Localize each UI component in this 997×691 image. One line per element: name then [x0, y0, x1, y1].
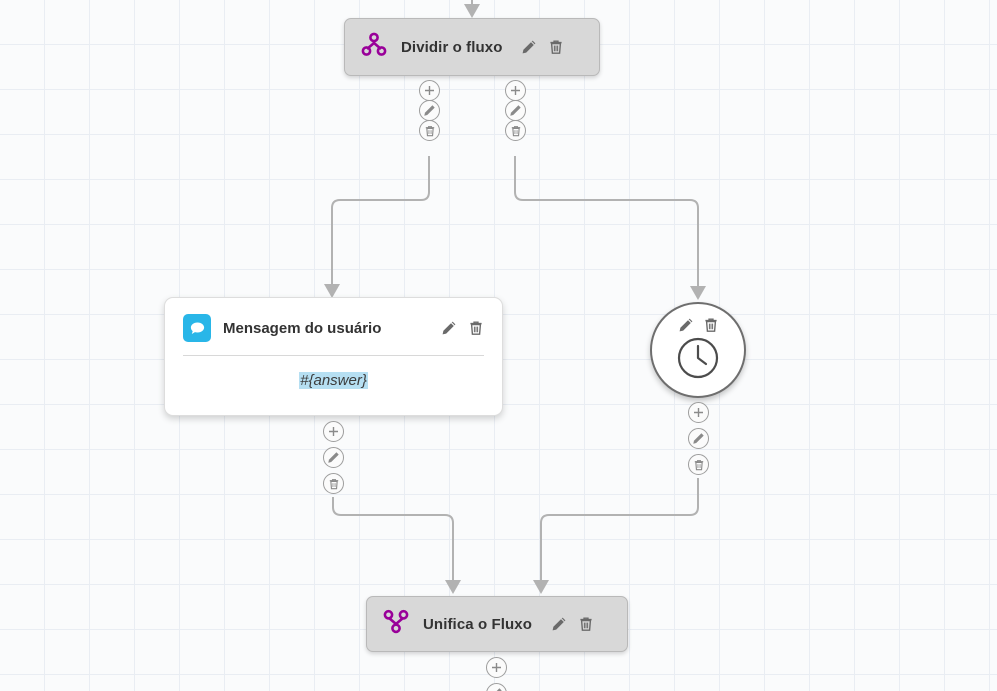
edit-icon[interactable]	[550, 616, 567, 633]
arrowhead-message-to-merge	[445, 580, 461, 594]
node-merge-flow[interactable]: Unifica o Fluxo	[366, 596, 628, 652]
plus-icon[interactable]	[505, 80, 526, 101]
node-user-message-body: #{answer}	[165, 356, 502, 408]
edit-icon[interactable]	[677, 316, 694, 333]
trash-icon[interactable]	[505, 120, 526, 141]
clock-icon	[676, 336, 720, 385]
node-merge-flow-tools	[550, 616, 594, 633]
edit-icon[interactable]	[440, 320, 457, 337]
node-delay[interactable]	[650, 302, 746, 398]
node-user-message[interactable]: Mensagem do usuário	[164, 297, 503, 416]
node-split-flow-title: Dividir o fluxo	[401, 38, 503, 56]
pencil-icon[interactable]	[323, 447, 344, 468]
arrowhead-split-left-to-message	[324, 284, 340, 298]
pencil-icon[interactable]	[505, 100, 526, 121]
trash-icon[interactable]	[577, 616, 594, 633]
edit-icon[interactable]	[521, 39, 538, 56]
node-split-flow[interactable]: Dividir o fluxo	[344, 18, 600, 76]
merge-flow-icon	[383, 609, 409, 639]
edge-split-right-to-delay	[514, 156, 699, 288]
trash-icon[interactable]	[688, 454, 709, 475]
answer-variable-token: #{answer}	[299, 372, 368, 389]
plus-icon[interactable]	[486, 657, 507, 678]
trash-icon[interactable]	[467, 320, 484, 337]
trash-icon[interactable]	[419, 120, 440, 141]
trash-icon[interactable]	[323, 473, 344, 494]
node-merge-flow-title: Unifica o Fluxo	[423, 615, 533, 633]
port-stack-split-left[interactable]	[419, 80, 440, 141]
split-flow-icon	[361, 32, 387, 62]
plus-icon[interactable]	[419, 80, 440, 101]
plus-icon[interactable]	[688, 402, 709, 423]
speech-bubble-icon	[183, 314, 211, 342]
port-stack-split-right[interactable]	[505, 80, 526, 141]
port-stack-delay[interactable]	[688, 402, 709, 475]
port-stack-user-message[interactable]	[323, 421, 344, 494]
node-user-message-header: Mensagem do usuário	[165, 298, 502, 342]
edge-delay-to-merge	[540, 478, 699, 582]
arrowhead-delay-to-merge	[533, 580, 549, 594]
pencil-icon[interactable]	[419, 100, 440, 121]
plus-icon[interactable]	[323, 421, 344, 442]
arrowhead-incoming-to-split	[464, 4, 480, 18]
arrowhead-split-right-to-delay	[690, 286, 706, 300]
trash-icon[interactable]	[548, 39, 565, 56]
node-split-flow-tools	[521, 39, 565, 56]
pencil-icon[interactable]	[486, 683, 507, 691]
trash-icon[interactable]	[702, 316, 719, 333]
pencil-icon[interactable]	[688, 428, 709, 449]
port-stack-merge[interactable]	[486, 657, 507, 691]
card-divider	[183, 355, 484, 356]
edge-message-to-merge	[332, 497, 454, 582]
node-user-message-tools	[440, 320, 484, 337]
node-user-message-title: Mensagem do usuário	[223, 319, 382, 337]
edge-split-left-to-message	[331, 156, 430, 286]
node-delay-tools	[677, 316, 719, 333]
